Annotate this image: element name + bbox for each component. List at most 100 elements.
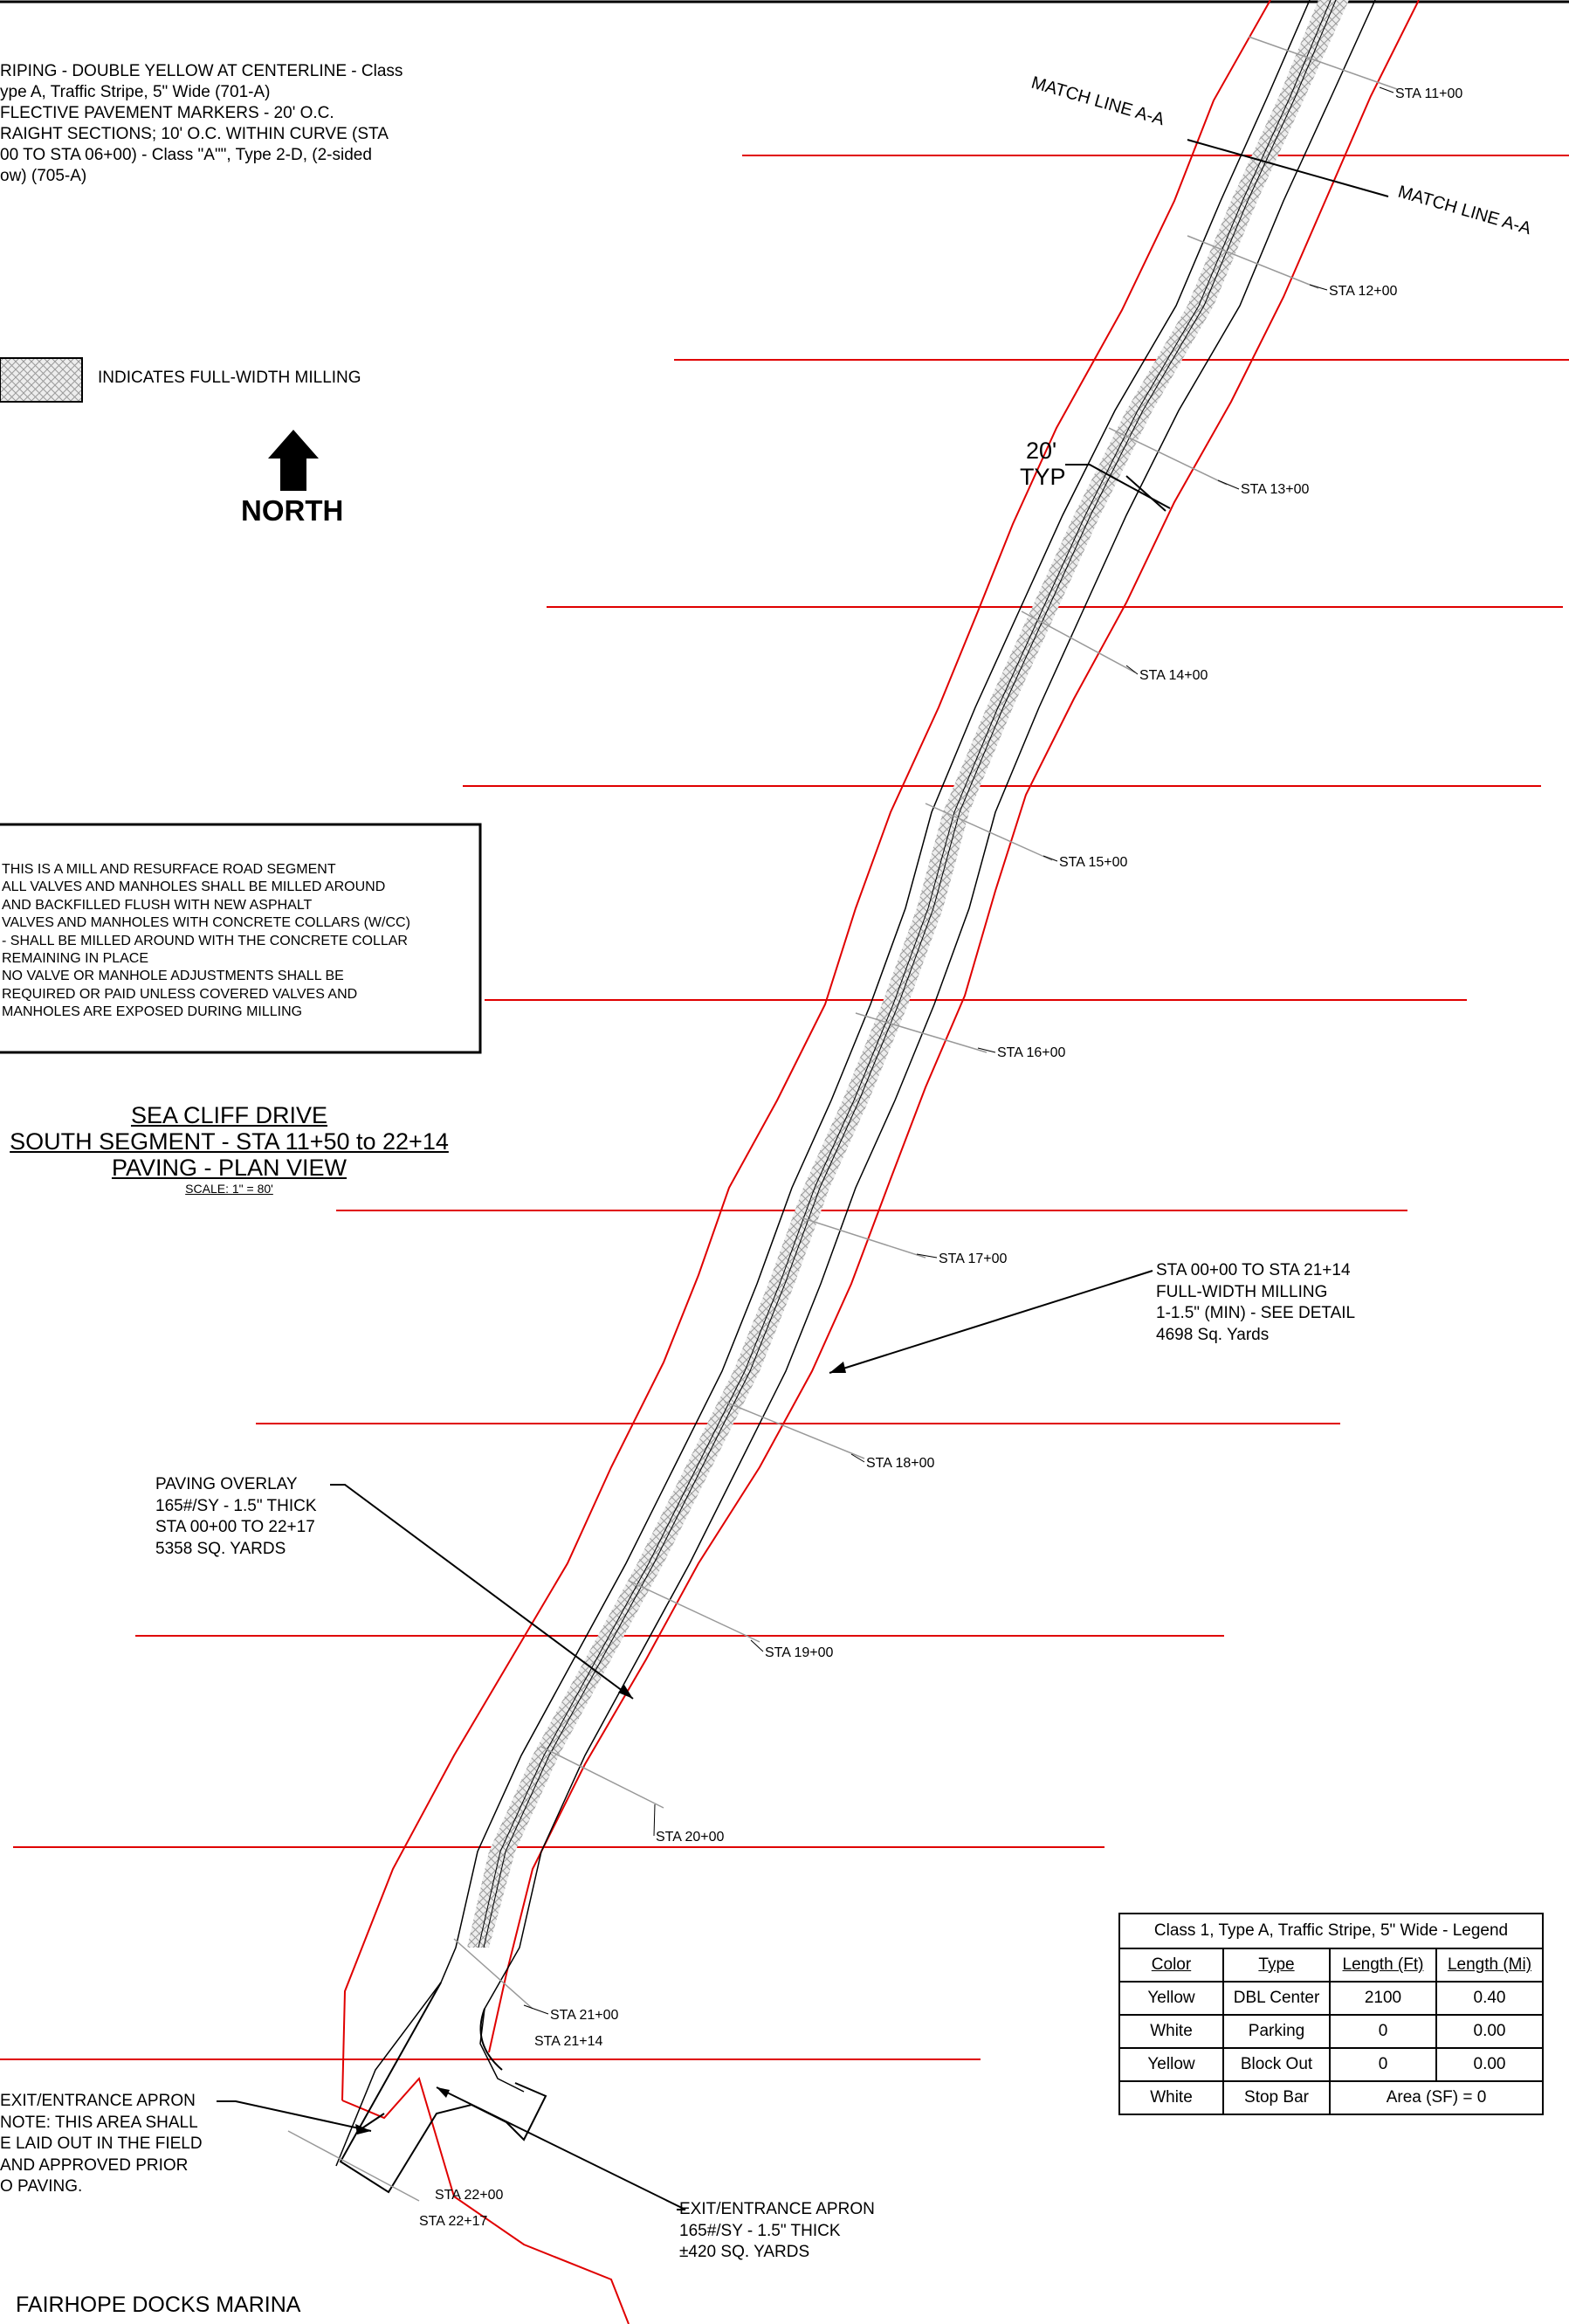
legend-cell: DBL Center: [1222, 1981, 1331, 2016]
callout-line: 4698 Sq. Yards: [1156, 1325, 1270, 1344]
notes-box-line: AND BACKFILLED FLUSH WITH NEW ASPHALT: [2, 897, 313, 913]
station-label: STA 22+17: [419, 2214, 488, 2229]
station-label: STA 11+00: [1395, 86, 1462, 101]
arrowhead: [437, 2087, 450, 2098]
striping-note-line: ype A, Traffic Stripe, 5" Wide (701-A): [0, 83, 271, 101]
callout-apron: EXIT/ENTRANCE APRON 165#/SY - 1.5" THICK…: [679, 2199, 875, 2264]
sta-tick: [855, 1012, 988, 1053]
station-label: STA 21+00: [550, 2008, 619, 2023]
notes-box-line: THIS IS A MILL AND RESURFACE ROAD SEGMEN…: [2, 862, 336, 877]
north-arrow-icon: [268, 430, 319, 491]
notes-box-text: THIS IS A MILL AND RESURFACE ROAD SEGMEN…: [2, 861, 410, 1022]
legend-cell: 0: [1329, 2014, 1437, 2049]
striping-note-line: RAIGHT SECTIONS; 10' O.C. WITHIN CURVE (…: [0, 125, 389, 143]
callout-line: EXIT/ENTRANCE APRON: [0, 2092, 196, 2110]
station-leader: [1043, 855, 1058, 862]
sta-tick: [287, 2130, 420, 2202]
drawing-title: SEA CLIFF DRIVE SOUTH SEGMENT - STA 11+5…: [0, 1102, 458, 1196]
callout-line: 165#/SY - 1.5" THICK: [679, 2221, 841, 2240]
station-leader: [1217, 479, 1240, 490]
legend-row: Yellow DBL Center 2100 0.40: [1118, 1981, 1544, 2016]
centerline-a: [478, 0, 1332, 1948]
station-label: STA 21+14: [534, 2034, 603, 2049]
legend-cell: 0.00: [1435, 2014, 1544, 2049]
typ-dim-label: TYP: [1020, 464, 1066, 490]
centerline-b: [483, 0, 1337, 1948]
road-linework: [335, 0, 1376, 2194]
milling-hatch: [467, 0, 1349, 1948]
station-label: STA 14+00: [1139, 668, 1208, 683]
callout-line: FULL-WIDTH MILLING: [1156, 1282, 1328, 1301]
legend-row: Yellow Block Out 0 0.00: [1118, 2047, 1544, 2082]
station-label: STA 22+00: [435, 2188, 504, 2203]
station-label: STA 17+00: [939, 1252, 1008, 1266]
legend-cell: 0.40: [1435, 1981, 1544, 2016]
row-right: [488, 0, 1420, 2053]
callout-line: 1-1.5" (MIN) - SEE DETAIL: [1156, 1304, 1356, 1322]
station-label: STA 13+00: [1241, 482, 1310, 497]
legend-header: Color: [1118, 1948, 1224, 1983]
legend-row: White Parking 0 0.00: [1118, 2014, 1544, 2049]
arrowhead: [355, 2124, 371, 2134]
apron-note-leader: [217, 2100, 372, 2132]
arrowhead: [618, 1685, 633, 1699]
milling-leader: [829, 1270, 1153, 1374]
legend-cell: Yellow: [1118, 2047, 1224, 2082]
typ-dimension: 20' TYP: [1020, 438, 1171, 512]
notes-box-line: VALVES AND MANHOLES WITH CONCRETE COLLAR…: [2, 915, 410, 931]
legend-cell-area: Area (SF) = 0: [1329, 2080, 1544, 2115]
location-label: FAIRHOPE DOCKS MARINA: [16, 2293, 301, 2317]
station-label: STA 16+00: [997, 1045, 1066, 1060]
station-label: STA 15+00: [1059, 855, 1128, 870]
station-leader: [1379, 86, 1394, 93]
notes-box-line: ALL VALVES AND MANHOLES SHALL BE MILLED …: [2, 879, 386, 895]
station-label: STA 12+00: [1329, 284, 1398, 299]
callout-milling: STA 00+00 TO STA 21+14 FULL-WIDTH MILLIN…: [1156, 1260, 1355, 1346]
station-label: STA 18+00: [866, 1456, 935, 1471]
edge-of-pavement-left: [335, 0, 1311, 2167]
callout-line: 5358 SQ. YARDS: [155, 1539, 286, 1558]
station-leader: [850, 1453, 865, 1463]
sta-tick: [925, 803, 1053, 861]
station-leader: [977, 1047, 996, 1053]
legend-row: White Stop Bar Area (SF) = 0: [1118, 2080, 1544, 2115]
station-leader: [916, 1253, 938, 1259]
notes-box: [0, 823, 482, 1054]
sta-tick: [1248, 36, 1398, 90]
row-apron: [341, 2076, 630, 2324]
striping-notes: RIPING - DOUBLE YELLOW AT CENTERLINE - C…: [0, 61, 403, 187]
legend-header: Type: [1222, 1948, 1331, 1983]
legend-cell: White: [1118, 2080, 1224, 2115]
station-ticks: [287, 36, 1398, 2202]
legend-cell: Parking: [1222, 2014, 1331, 2049]
legend-title: Class 1, Type A, Traffic Stripe, 5" Wide…: [1118, 1913, 1544, 1949]
legend-header: Length (Mi): [1435, 1948, 1544, 1983]
station-leader: [523, 2004, 549, 2015]
callout-line: ±420 SQ. YARDS: [679, 2243, 810, 2261]
legend-cell: 0.00: [1435, 2047, 1544, 2082]
striping-note-line: 00 TO STA 06+00) - Class "A"", Type 2-D,…: [0, 146, 372, 164]
legend-cell: White: [1118, 2014, 1224, 2049]
station-leaders: [523, 86, 1394, 2015]
sta-tick: [453, 1938, 533, 2010]
sta-tick: [802, 1217, 926, 1259]
match-line-label-left: MATCH LINE A-A: [1029, 73, 1167, 130]
typ-dim-line: [1125, 475, 1166, 512]
callout-line: E LAID OUT IN THE FIELD: [0, 2134, 203, 2153]
legend-cell: Block Out: [1222, 2047, 1331, 2082]
station-leader: [653, 1803, 656, 1837]
legend-cell: 0: [1329, 2047, 1437, 2082]
row-left: [341, 0, 1271, 2101]
station-label: STA 20+00: [656, 1830, 725, 1845]
station-labels: STA 11+00 STA 12+00 STA 13+00 STA 14+00 …: [419, 86, 1462, 2229]
sta-tick: [1187, 235, 1319, 289]
typ-dim-value: 20': [1026, 438, 1056, 464]
sta-tick: [540, 1746, 664, 1809]
callout-line: AND APPROVED PRIOR: [0, 2155, 189, 2175]
apron-leader: [436, 2086, 686, 2210]
legend-cell: Yellow: [1118, 1981, 1224, 2016]
callout-line: STA 00+00 TO 22+17: [155, 1518, 315, 1536]
striping-note-line: ow) (705-A): [0, 167, 87, 185]
